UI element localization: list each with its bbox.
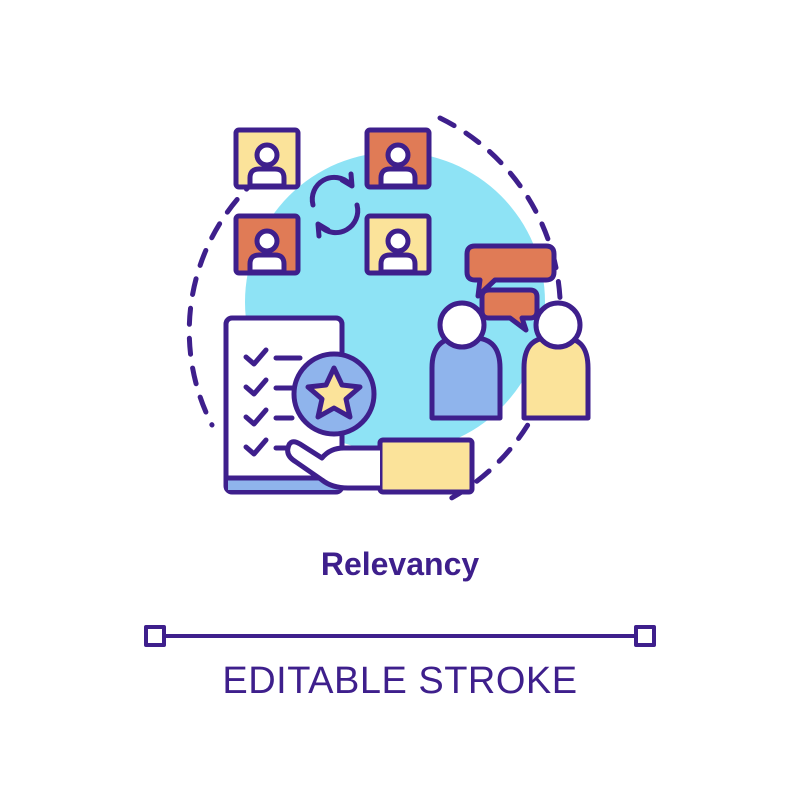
divider-line — [144, 625, 656, 647]
profile-card-icon — [233, 213, 301, 276]
hand-icon — [285, 437, 475, 495]
dashed-arc-left — [186, 175, 261, 428]
person-icon — [521, 300, 591, 421]
dashed-arc-right — [437, 115, 563, 503]
speech-bubble-icon — [479, 287, 540, 333]
swap-arrows-icon — [309, 171, 361, 239]
person-icon — [429, 300, 503, 421]
star-badge-icon — [291, 351, 377, 437]
profile-card-icon — [364, 213, 432, 276]
caption-label: EDITABLE STROKE — [222, 660, 578, 702]
profile-card-icon — [233, 127, 301, 190]
page-title: Relevancy — [320, 546, 480, 582]
profile-card-icon — [364, 127, 432, 190]
